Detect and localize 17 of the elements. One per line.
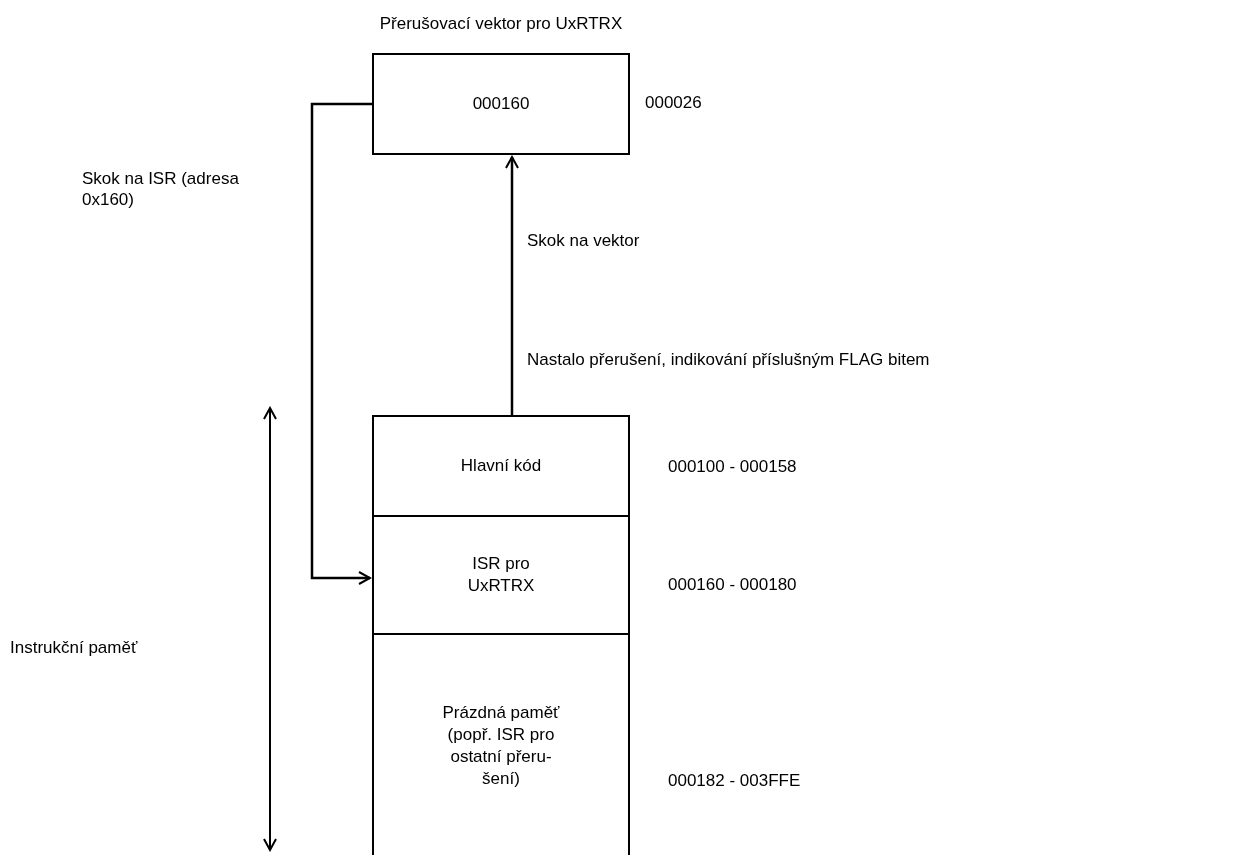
arrow: [310, 102, 372, 585]
address-label: 000100 - 000158: [668, 456, 797, 478]
block-text: 000160: [472, 92, 530, 115]
address-label: 000160 - 000180: [668, 574, 797, 596]
block-text: Hlavní kód: [460, 454, 542, 477]
memory-block: [372, 517, 630, 635]
dimension-label: Instrukční paměť: [10, 637, 138, 659]
block-text: Prázdná paměť (popř. ISR pro ostatní přeru- šení): [441, 701, 561, 791]
address-label: 000026: [645, 92, 702, 114]
memory-block: [372, 415, 630, 517]
note-text: Nastalo přerušení, indikování příslušným FLAG bitem: [527, 349, 930, 371]
address-label: 000182 - 003FFE: [668, 770, 801, 792]
block-text: ISR pro UxRTRX: [466, 552, 536, 597]
memory-block: [372, 635, 630, 855]
heading: Přerušovací vektor pro UxRTRX: [378, 13, 624, 35]
memory-block: [372, 53, 630, 155]
arrow: [505, 156, 519, 415]
